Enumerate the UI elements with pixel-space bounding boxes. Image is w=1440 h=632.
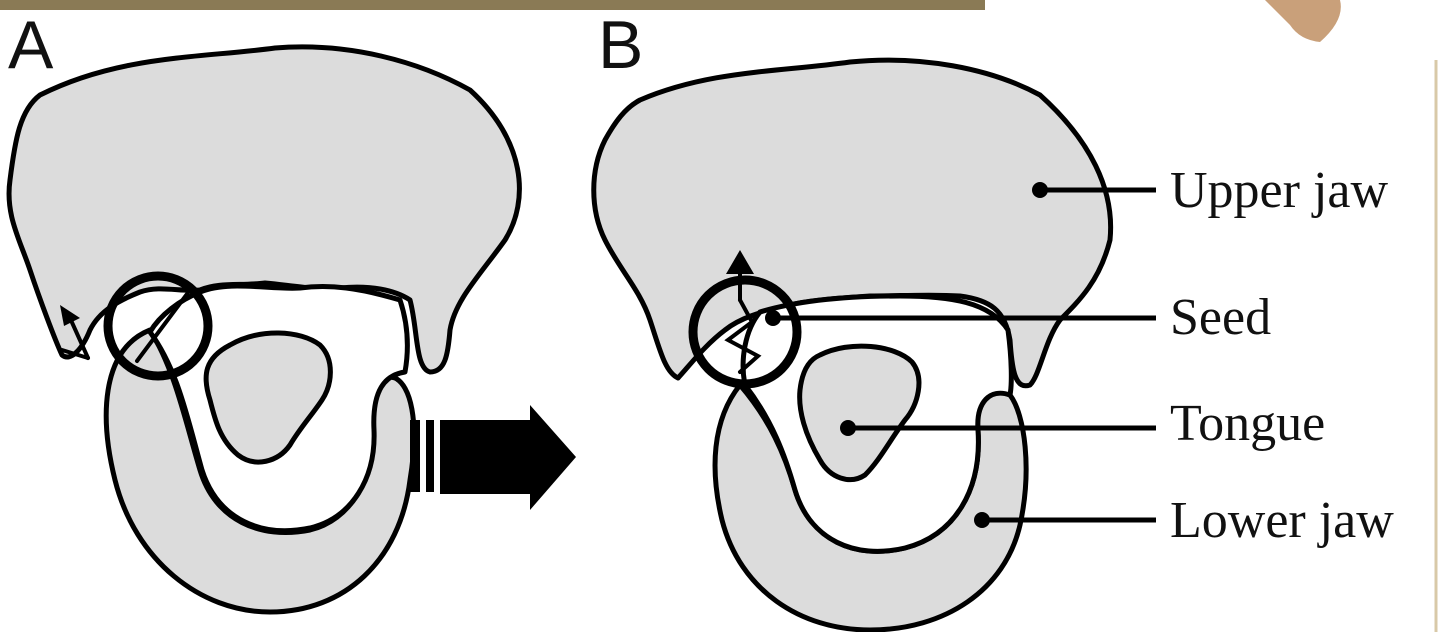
lower-jaw-label: Lower jaw (1170, 492, 1394, 549)
panel-a (9, 47, 519, 612)
upper-jaw-label: Upper jaw (1170, 162, 1388, 219)
panel-label-a: A (8, 7, 54, 83)
seed-label: Seed (1170, 289, 1271, 346)
transition-arrow (410, 405, 576, 510)
label-lower-jaw: Lower jaw (974, 492, 1394, 549)
transition-arrow-body (440, 405, 576, 510)
corner-decoration (1265, 0, 1341, 42)
panel-b (594, 60, 1111, 630)
top-banner-strip (0, 0, 985, 10)
panel-label-b: B (598, 7, 643, 83)
tongue-label: Tongue (1170, 395, 1325, 452)
transition-arrow-tick-2 (426, 420, 434, 492)
transition-arrow-tick-1 (410, 420, 420, 492)
